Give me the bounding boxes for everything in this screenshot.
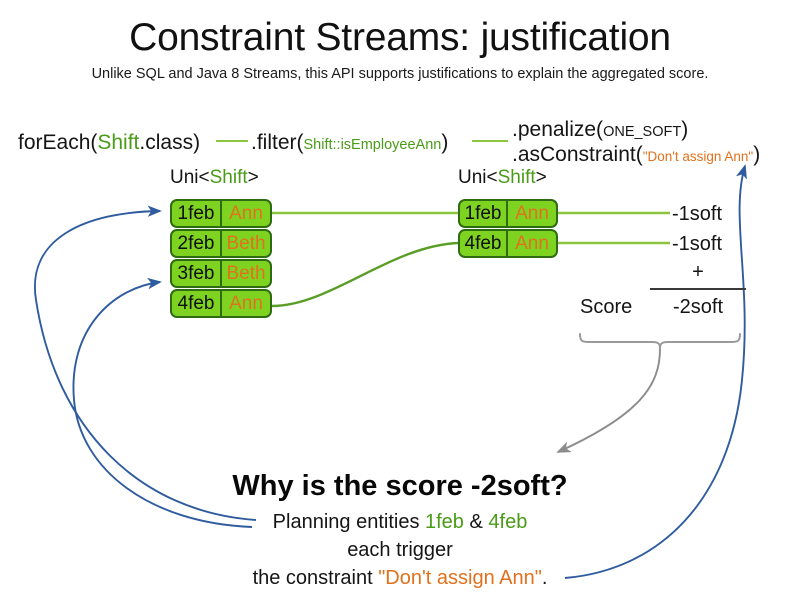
shift-employee-cell: Beth xyxy=(221,229,272,258)
code-asconstraint-name: .asConstraint( xyxy=(512,143,643,166)
code-asconstraint-tail: ) xyxy=(753,143,761,166)
shift-employee-cell: Ann xyxy=(507,229,558,258)
stream-label-right: Uni<Shift> xyxy=(458,167,547,189)
score-label: Score xyxy=(580,296,633,318)
shift-employee-cell: Beth xyxy=(221,259,272,288)
stream-label-right-prefix: Uni< xyxy=(458,167,498,188)
explanation-heading: Why is the score -2soft? xyxy=(232,470,568,502)
code-penalize-name: .penalize( xyxy=(512,118,604,141)
stream-label-left-prefix: Uni< xyxy=(170,167,210,188)
code-filter: .filter(Shift::isEmployeeAnn) xyxy=(251,131,448,155)
shift-date-cell: 4feb xyxy=(170,289,221,318)
explanation-line-1: Planning entities 1feb & 4feb xyxy=(180,511,620,534)
shift-employee-cell: Ann xyxy=(507,199,558,228)
shift-date-cell: 3feb xyxy=(170,259,221,288)
code-asconstraint: .asConstraint("Don't assign Ann") xyxy=(512,143,760,167)
explanation-entity-b: 4feb xyxy=(488,511,528,533)
table-row[interactable]: 2feb Beth xyxy=(170,229,272,258)
sum-operator: + xyxy=(692,261,704,283)
pipeline-connector-2 xyxy=(472,140,508,142)
stream-label-left-type: Shift xyxy=(209,167,248,188)
stream-table-left: 1feb Ann 2feb Beth 3feb Beth 4feb Ann xyxy=(170,199,272,319)
stream-label-left: Uni<Shift> xyxy=(170,167,259,189)
stream-label-left-suffix: > xyxy=(247,167,259,188)
shift-date-cell: 1feb xyxy=(458,199,507,228)
shift-date-cell: 4feb xyxy=(458,229,507,258)
shift-employee-cell: Ann xyxy=(221,289,272,318)
stream-label-right-suffix: > xyxy=(535,167,547,188)
code-foreach-name: forEach( xyxy=(18,131,98,154)
stream-label-right-type: Shift xyxy=(497,167,536,188)
page-title: Constraint Streams: justification xyxy=(129,16,671,59)
table-row[interactable]: 1feb Ann xyxy=(170,199,272,228)
shift-date-cell: 2feb xyxy=(170,229,221,258)
stream-table-right: 1feb Ann 4feb Ann xyxy=(458,199,558,259)
score-total-value: -2soft xyxy=(672,296,724,318)
table-row[interactable]: 4feb Ann xyxy=(458,229,558,258)
code-penalize: .penalize(ONE_SOFT) xyxy=(512,118,688,142)
explanation-amp: & xyxy=(463,511,489,533)
code-filter-arg: Shift::isEmployeeAnn xyxy=(303,137,442,153)
explanation-line-1-prefix: Planning entities xyxy=(272,511,425,533)
code-foreach-tail: .class) xyxy=(139,131,201,154)
sum-rule-line xyxy=(650,288,746,290)
code-penalize-arg: ONE_SOFT xyxy=(603,124,682,140)
code-asconstraint-arg: "Don't assign Ann" xyxy=(642,149,754,164)
penalty-value-1: -1soft xyxy=(672,203,723,225)
page-subtitle: Unlike SQL and Java 8 Streams, this API … xyxy=(91,66,709,82)
code-penalize-tail: ) xyxy=(681,118,689,141)
penalty-value-2: -1soft xyxy=(672,233,723,255)
explanation-line-3-prefix: the constraint xyxy=(252,567,379,589)
code-filter-name: .filter( xyxy=(251,131,304,154)
shift-employee-cell: Ann xyxy=(221,199,272,228)
code-foreach-type: Shift xyxy=(97,131,140,154)
explanation-line-3: the constraint "Don't assign Ann". xyxy=(180,567,620,590)
shift-date-cell: 1feb xyxy=(170,199,221,228)
table-row[interactable]: 4feb Ann xyxy=(170,289,272,318)
explanation-entity-a: 1feb xyxy=(425,511,464,533)
table-row[interactable]: 3feb Beth xyxy=(170,259,272,288)
code-foreach: forEach(Shift.class) xyxy=(18,131,200,155)
table-row[interactable]: 1feb Ann xyxy=(458,199,558,228)
code-filter-tail: ) xyxy=(441,131,449,154)
explanation-line-2: each trigger xyxy=(347,539,453,561)
explanation-constraint-name: "Don't assign Ann" xyxy=(378,567,542,589)
explanation-line-3-suffix: . xyxy=(541,567,548,589)
pipeline-connector-1 xyxy=(216,140,248,142)
